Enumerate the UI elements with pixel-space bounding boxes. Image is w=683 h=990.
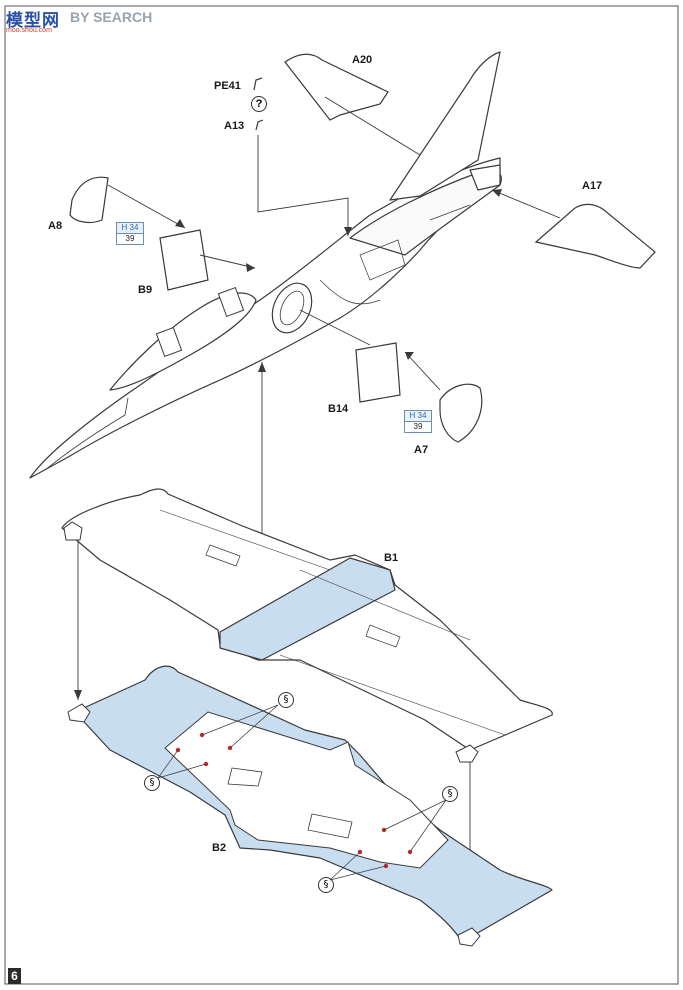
label-a13: A13	[224, 120, 245, 132]
brand-logo-en: BY SEARCH	[70, 9, 153, 25]
canopy-part-a7	[439, 383, 483, 443]
canopy-part-a8	[69, 176, 109, 224]
drill-symbol: §	[149, 777, 155, 788]
paint-number: 39	[125, 234, 135, 243]
bulkhead-part-b14	[355, 342, 401, 403]
drill-icon: §	[144, 775, 160, 791]
label-a7: A7	[414, 444, 429, 456]
label-a17: A17	[582, 180, 603, 192]
tailplane-a20	[284, 53, 389, 121]
drill-leaders	[157, 704, 447, 881]
ejection-seats	[155, 287, 245, 357]
brand-logo-url: moo.shou.com	[6, 27, 52, 34]
label-b2: B2	[212, 842, 227, 854]
paint-ref-box: H 34 39	[404, 410, 432, 433]
brand-logo-cn: 模型网	[6, 11, 60, 31]
drill-icon: §	[442, 786, 458, 802]
label-pe41: PE41	[214, 80, 241, 92]
drill-icon: §	[318, 877, 334, 893]
bulkhead-part-b9	[159, 229, 209, 291]
paint-number: 39	[413, 422, 423, 431]
upper-wing-b1	[61, 488, 553, 751]
page-number: 6	[8, 968, 21, 984]
small-part-glyphs	[253, 77, 264, 131]
assembly-lines	[77, 96, 561, 918]
paint-code: H 34	[405, 411, 431, 422]
drill-icon: §	[278, 692, 294, 708]
optional-symbol: ?	[255, 98, 263, 110]
drill-symbol: §	[323, 879, 329, 890]
fuselage-drawing	[29, 51, 502, 479]
wingtip-pegs	[63, 521, 481, 947]
optional-part-icon: ?	[251, 96, 267, 112]
tailplane-a17	[534, 203, 656, 269]
label-a8: A8	[48, 220, 63, 232]
page-frame	[4, 5, 679, 985]
label-b14: B14	[328, 403, 349, 415]
paint-ref-box: H 34 39	[116, 222, 144, 245]
lower-wing-b2	[74, 665, 553, 943]
drill-symbol: §	[447, 788, 453, 799]
paint-code: H 34	[117, 223, 143, 234]
label-b9: B9	[138, 284, 153, 296]
brand-watermark: 模型网 BY SEARCH moo.shou.com	[4, 4, 174, 36]
drill-symbol: §	[283, 694, 289, 705]
label-a20: A20	[352, 54, 373, 66]
label-b1: B1	[384, 552, 399, 564]
